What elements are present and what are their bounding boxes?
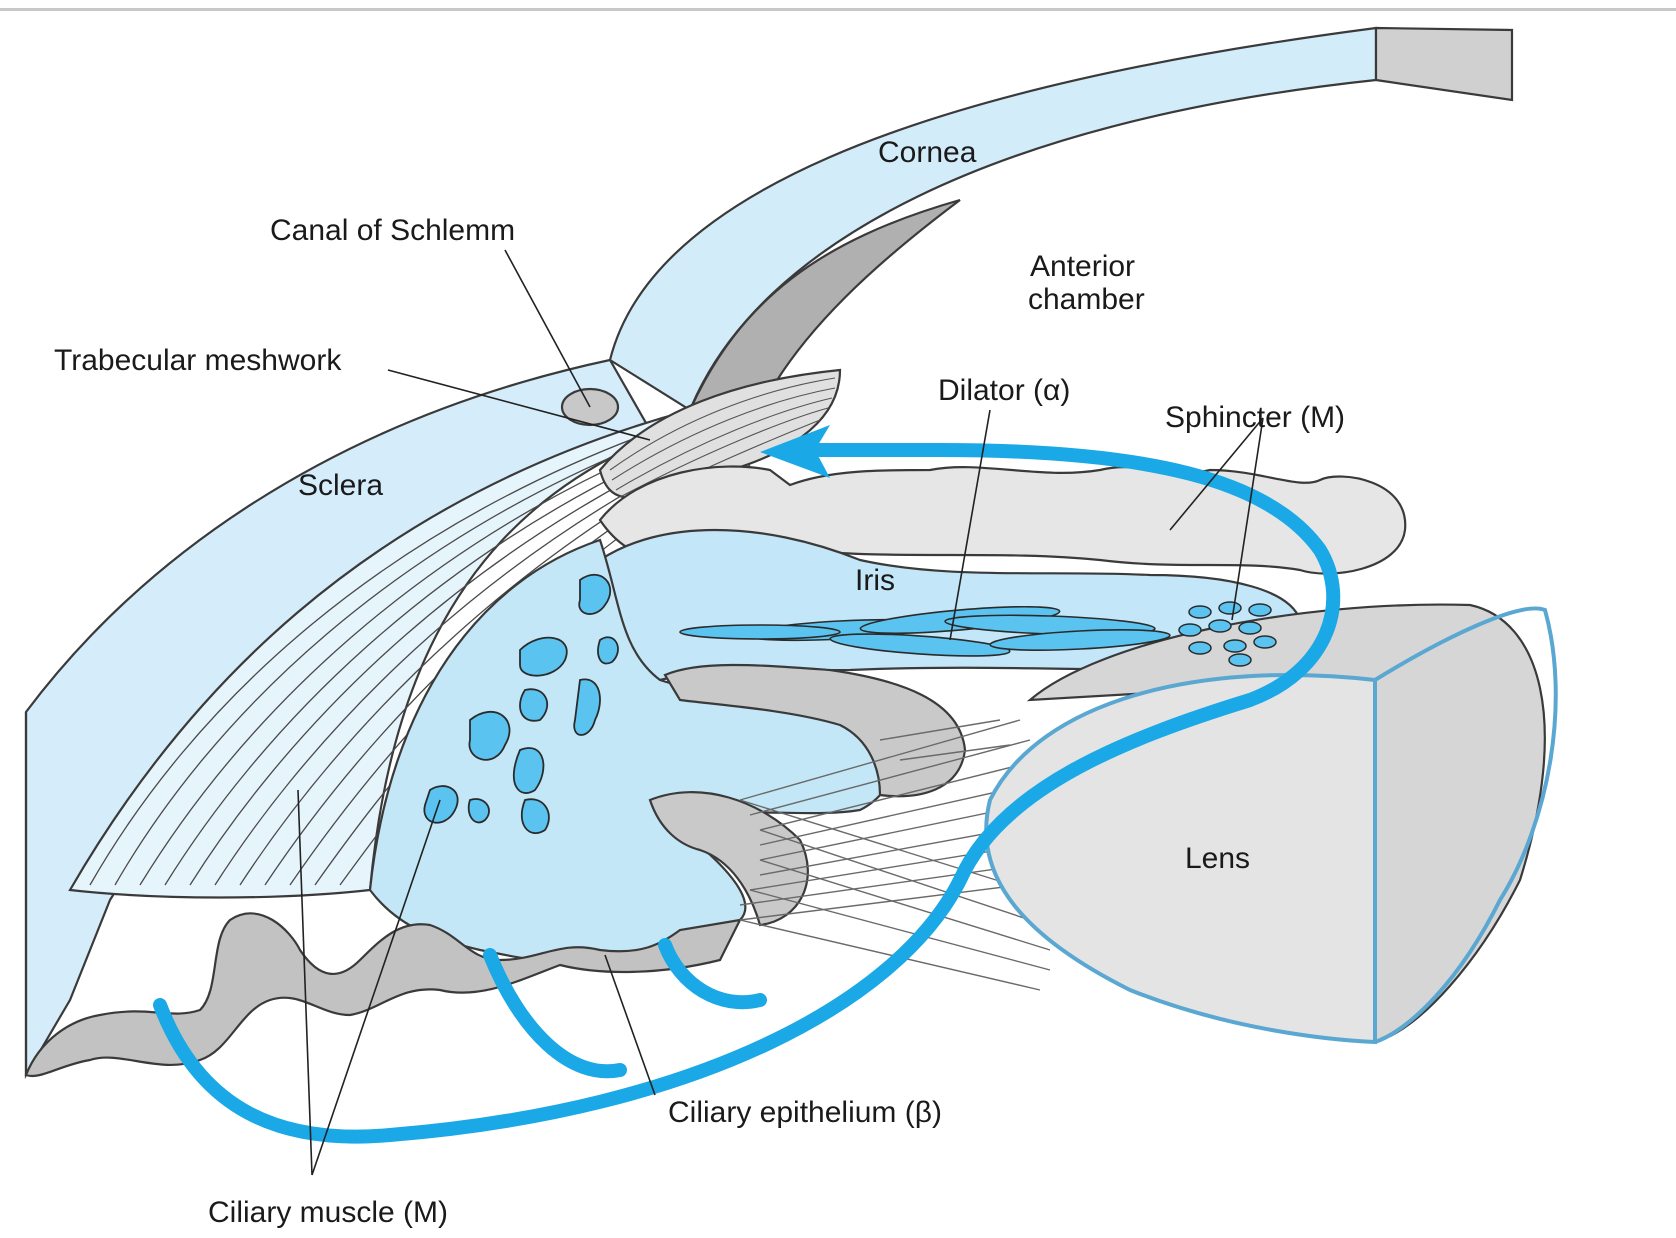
leader-lines [297,249,1264,1176]
label-anterior-chamber-line1: Anterior [1030,250,1135,283]
label-lens: Lens [1185,842,1250,875]
cornea-inner-shade [688,198,961,412]
ciliary-process-lower [648,791,809,927]
label-iris: Iris [855,564,895,597]
lens-rim [1373,606,1558,1044]
cornea-end-cap [1374,26,1514,102]
sphincter-muscle [1178,601,1277,667]
label-ciliary-muscle: Ciliary muscle (M) [208,1196,448,1229]
aqueous-flow [153,443,1341,1144]
label-sclera: Sclera [298,469,383,502]
label-ciliary-epithelium: Ciliary epithelium (β) [668,1096,942,1129]
label-anterior-chamber-line2: chamber [1028,283,1145,316]
ciliary-body-vessels [423,573,619,835]
ciliary-scalloped-edge [24,912,742,1078]
trabecular-meshwork-fibers [609,377,836,501]
aqueous-flow-arrowhead [760,425,830,478]
top-rule [0,8,1676,11]
dilator-muscle [679,605,1171,657]
label-sphincter: Sphincter (M) [1165,401,1345,434]
label-cornea: Cornea [878,136,977,169]
label-dilator: Dilator (α) [938,374,1070,407]
label-canal-of-schlemm: Canal of Schlemm [270,214,515,247]
label-trabecular-meshwork: Trabecular meshwork [54,344,342,377]
